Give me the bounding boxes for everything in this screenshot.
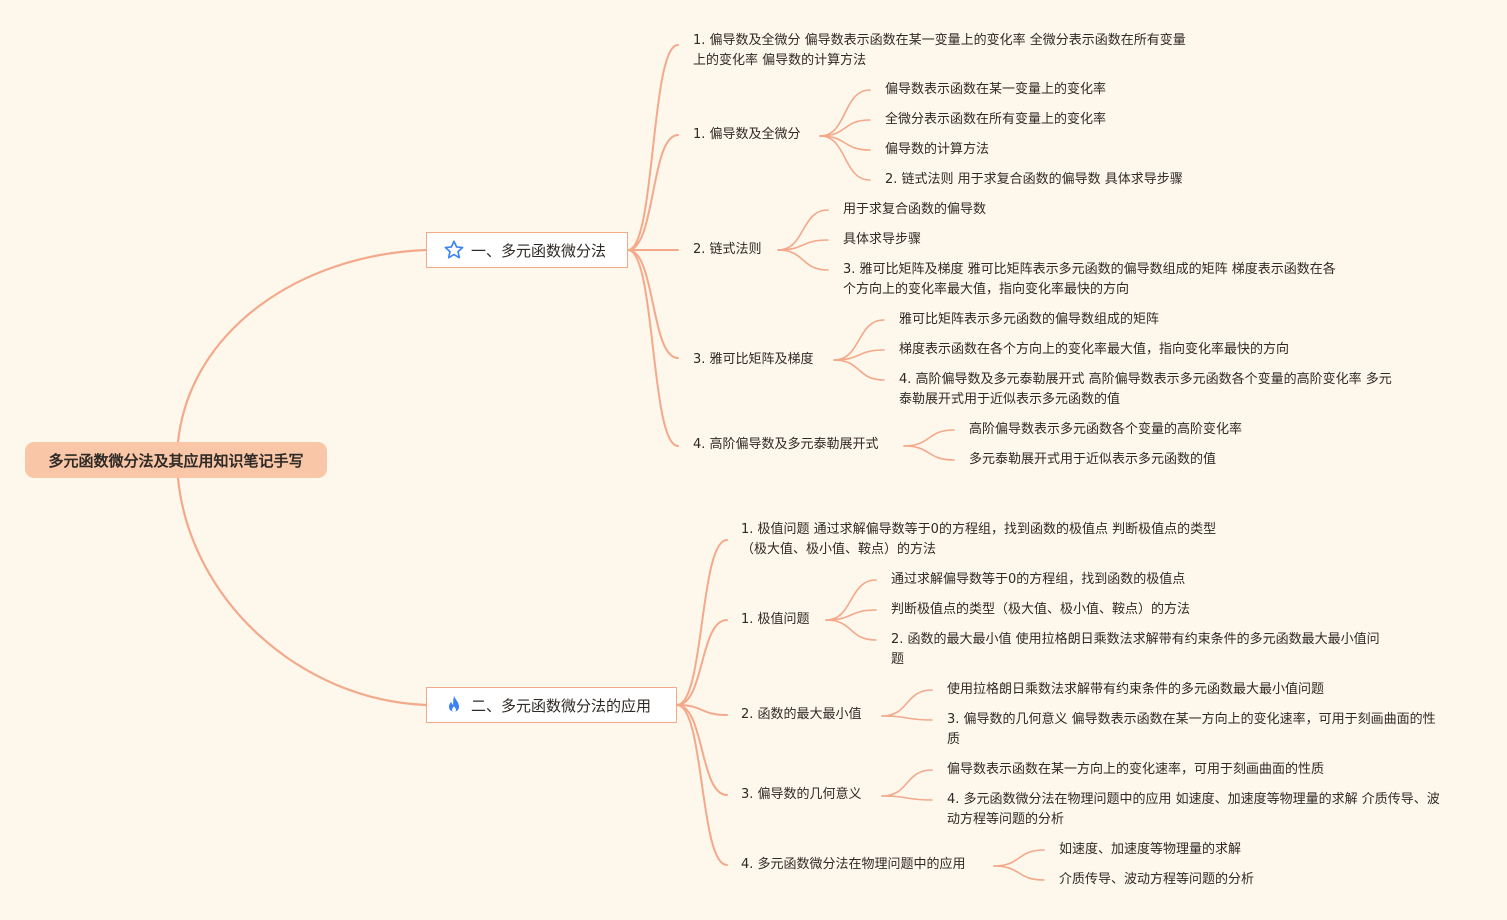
b1-item-5[interactable]: 4. 高阶偏导数及多元泰勒展开式 <box>693 437 879 452</box>
connector-9 <box>676 619 728 706</box>
b1-item-3-child-2[interactable]: 具体求导步骤 <box>843 232 922 247</box>
branch-1-label: 一、多元函数微分法 <box>471 241 607 260</box>
b2-item-2[interactable]: 1. 极值问题 <box>741 612 810 627</box>
b2-item-5-child-2[interactable]: 介质传导、波动方程等问题的分析 <box>1059 872 1255 887</box>
b1-item-4-child-3[interactable]: 4. 高阶偏导数及多元泰勒展开式 高阶偏导数表示多元函数各个变量的高阶变化率 多… <box>899 372 1392 407</box>
connector-6 <box>627 249 679 359</box>
connector-8 <box>676 539 728 706</box>
b2-item-3-child-1[interactable]: 使用拉格朗日乘数法求解带有约束条件的多元函数最大最小值问题 <box>947 682 1325 697</box>
root-node[interactable]: 多元函数微分法及其应用知识笔记手写 <box>25 442 327 478</box>
connector-3 <box>627 44 679 251</box>
b1-item-1[interactable]: 1. 偏导数及全微分 偏导数表示函数在某一变量上的变化率 全微分表示函数在所有变… <box>693 33 1186 68</box>
connector-19 <box>777 249 829 271</box>
b2-item-2-child-3[interactable]: 2. 函数的最大最小值 使用拉格朗日乘数法求解带有约束条件的多元函数最大最小值问… <box>891 632 1380 667</box>
b1-item-3-child-3[interactable]: 3. 雅可比矩阵及梯度 雅可比矩阵表示多元函数的偏导数组成的矩阵 梯度表示函数在… <box>843 262 1336 297</box>
b1-item-2-child-1[interactable]: 偏导数表示函数在某一变量上的变化率 <box>885 82 1107 97</box>
b1-item-4[interactable]: 3. 雅可比矩阵及梯度 <box>693 352 814 367</box>
b2-item-4-child-2[interactable]: 4. 多元函数微分法在物理问题中的应用 如速度、加速度等物理量的求解 介质传导、… <box>947 792 1440 827</box>
b1-item-3-child-1[interactable]: 用于求复合函数的偏导数 <box>843 202 987 217</box>
branch-2-node[interactable]: 二、多元函数微分法的应用 <box>426 687 677 723</box>
connector-27 <box>825 619 877 641</box>
b2-item-5-child-1[interactable]: 如速度、加速度等物理量的求解 <box>1059 842 1242 857</box>
connector-7 <box>627 249 679 447</box>
star-icon <box>444 240 464 259</box>
root-label: 多元函数微分法及其应用知识笔记手写 <box>48 451 304 470</box>
connector-4 <box>627 134 679 251</box>
connector-1 <box>176 248 427 443</box>
b1-item-2-child-4[interactable]: 2. 链式法则 用于求复合函数的偏导数 具体求导步骤 <box>885 172 1183 187</box>
connector-29 <box>881 715 933 721</box>
connector-12 <box>676 704 728 866</box>
connector-33 <box>993 865 1045 881</box>
b2-item-3-child-2[interactable]: 3. 偏导数的几何意义 偏导数表示函数在某一方向上的变化速率，可用于刻画曲面的性… <box>947 712 1436 747</box>
b1-item-4-child-2[interactable]: 梯度表示函数在各个方向上的变化率最大值，指向变化率最快的方向 <box>899 342 1290 357</box>
connector-11 <box>676 704 728 796</box>
connector-24 <box>903 445 955 461</box>
b1-item-5-child-2[interactable]: 多元泰勒展开式用于近似表示多元函数的值 <box>969 452 1217 467</box>
connector-2 <box>176 477 427 707</box>
b2-item-1[interactable]: 1. 极值问题 通过求解偏导数等于0的方程组，找到函数的极值点 判断极值点的类型… <box>741 522 1217 557</box>
connector-28 <box>881 689 933 717</box>
b2-item-4-child-1[interactable]: 偏导数表示函数在某一方向上的变化速率，可用于刻画曲面的性质 <box>947 762 1325 777</box>
b2-item-3[interactable]: 2. 函数的最大最小值 <box>741 707 862 722</box>
connector-31 <box>881 795 933 801</box>
connector-32 <box>993 849 1045 867</box>
connector-14 <box>819 119 871 137</box>
connector-30 <box>881 769 933 797</box>
connector-23 <box>903 429 955 447</box>
b2-item-4[interactable]: 3. 偏导数的几何意义 <box>741 787 862 802</box>
branch-1-node[interactable]: 一、多元函数微分法 <box>426 232 628 268</box>
connector-17 <box>777 209 829 251</box>
connector-25 <box>825 579 877 621</box>
b2-item-2-child-1[interactable]: 通过求解偏导数等于0的方程组，找到函数的极值点 <box>891 572 1186 587</box>
branch-2-label: 二、多元函数微分法的应用 <box>471 696 652 715</box>
b2-item-2-child-2[interactable]: 判断极值点的类型（极大值、极小值、鞍点）的方法 <box>891 602 1191 617</box>
b1-item-2-child-2[interactable]: 全微分表示函数在所有变量上的变化率 <box>885 112 1107 127</box>
b2-item-5[interactable]: 4. 多元函数微分法在物理问题中的应用 <box>741 857 966 872</box>
connector-22 <box>833 359 885 381</box>
b1-item-2[interactable]: 1. 偏导数及全微分 <box>693 127 801 142</box>
connector-16 <box>819 135 871 181</box>
connector-13 <box>819 89 871 137</box>
b1-item-3[interactable]: 2. 链式法则 <box>693 242 762 257</box>
flame-icon <box>448 695 460 713</box>
b1-item-2-child-3[interactable]: 偏导数的计算方法 <box>885 142 990 157</box>
connector-10 <box>676 704 728 716</box>
connector-20 <box>833 319 885 361</box>
b1-item-4-child-1[interactable]: 雅可比矩阵表示多元函数的偏导数组成的矩阵 <box>899 312 1160 327</box>
b1-item-5-child-1[interactable]: 高阶偏导数表示多元函数各个变量的高阶变化率 <box>969 422 1243 437</box>
